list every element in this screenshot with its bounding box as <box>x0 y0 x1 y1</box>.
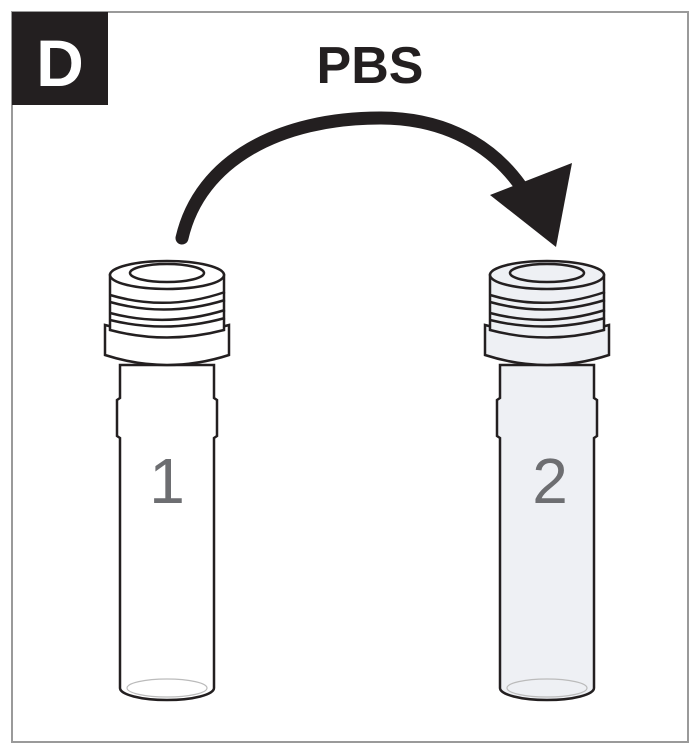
tube-2 <box>483 259 611 702</box>
tube-2-number: 2 <box>532 445 568 517</box>
reagent-label: PBS <box>317 37 424 95</box>
tube-1 <box>103 259 231 702</box>
panel-letter-box <box>12 12 108 105</box>
tube-1-number: 1 <box>149 445 185 517</box>
panel-letter: D <box>36 26 84 100</box>
transfer-arrow-icon <box>175 111 572 247</box>
